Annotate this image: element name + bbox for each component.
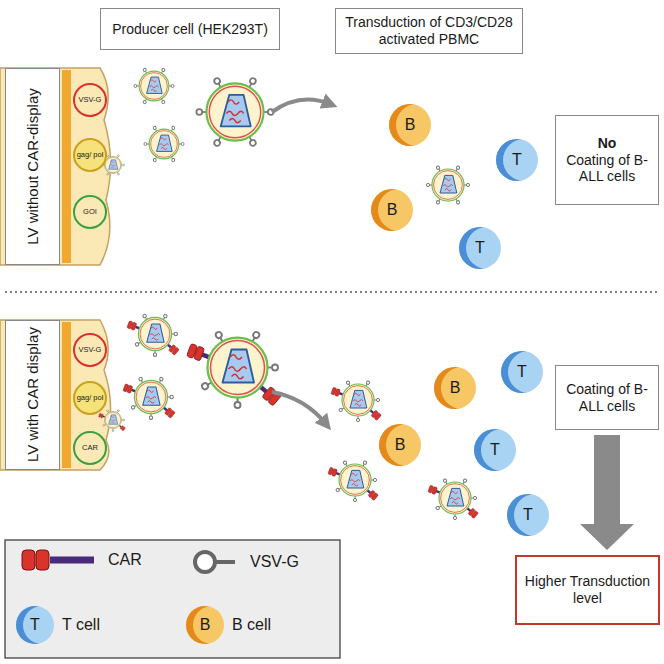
- cell-letter: B: [395, 436, 406, 454]
- legend-text: B cell: [232, 616, 271, 634]
- b-cell-sample: B: [186, 606, 224, 644]
- cell-letter: B: [405, 116, 416, 134]
- b-cell: B: [379, 424, 421, 466]
- box-text: No: [598, 135, 617, 152]
- header-box: Transduction of CD3/CD28 activated PBMC: [335, 8, 523, 54]
- t-cell: T: [496, 139, 538, 181]
- producer-cell: [0, 68, 111, 265]
- plasmid-circle: gag/ pol: [73, 381, 107, 415]
- t-cell: T: [507, 494, 549, 536]
- plasmid-label: gag/ pol: [76, 151, 104, 159]
- side-label-box: LV with CAR display: [5, 320, 60, 470]
- virion: [134, 68, 174, 104]
- block-arrow: [580, 435, 634, 550]
- side-label-text: LV without CAR-display: [23, 88, 41, 244]
- legend-text: CAR: [108, 551, 142, 569]
- b-cell: B: [371, 189, 413, 231]
- plasmid-label: VSV-G: [76, 346, 104, 354]
- virion: [196, 77, 273, 147]
- plasmid-circle: VSV-G: [73, 333, 107, 367]
- virion: [144, 126, 184, 162]
- result-box: Higher Transduction level: [515, 555, 660, 625]
- legend-frame: [5, 540, 340, 658]
- plasmid-circle: GOI: [73, 195, 107, 229]
- cell-letter: T: [30, 616, 40, 634]
- cell-letter: T: [523, 506, 533, 524]
- outcome-box: Coating of B-ALL cells: [555, 365, 659, 430]
- rotated-text-holder: LV without CAR-display: [7, 72, 58, 261]
- virion: [328, 460, 379, 501]
- t-cell: T: [501, 351, 543, 393]
- t-cell: T: [474, 429, 516, 471]
- cell-letter: T: [512, 151, 522, 169]
- cell-letter: B: [387, 201, 398, 219]
- t-cell: T: [459, 227, 501, 269]
- plasmid-circle: VSV-G: [73, 83, 107, 117]
- side-label-box: LV without CAR-display: [5, 68, 60, 265]
- cell-letter: B: [450, 379, 461, 397]
- b-cell: B: [389, 104, 431, 146]
- virion: [428, 478, 479, 519]
- nucleus-band: [62, 70, 71, 263]
- header-box: Producer cell (HEK293T): [100, 8, 280, 50]
- legend-text: VSV-G: [250, 553, 299, 571]
- transfer-arrow: [272, 100, 330, 113]
- box-text: Coating of B-ALL cells: [562, 381, 652, 415]
- virion: [331, 380, 382, 421]
- producer-cell: [0, 320, 111, 470]
- virion: [426, 165, 469, 204]
- vsvg-sample: [195, 552, 235, 572]
- nucleus-band: [62, 322, 71, 468]
- transfer-arrow: [272, 392, 326, 424]
- legend-text: T cell: [62, 616, 100, 634]
- t-cell-sample: T: [16, 606, 54, 644]
- divider: [5, 291, 660, 293]
- box-text: Producer cell (HEK293T): [112, 21, 268, 38]
- box-text: Transduction of CD3/CD28 activated PBMC: [342, 14, 516, 48]
- virion: [127, 314, 179, 357]
- car-sample: [22, 550, 94, 570]
- budding-virion: [98, 410, 125, 432]
- b-cell: B: [434, 367, 476, 409]
- plasmid-label: CAR: [76, 444, 104, 452]
- cell-letter: T: [490, 441, 500, 459]
- virion: [187, 331, 282, 408]
- side-label-text: LV with CAR display: [23, 327, 41, 462]
- cell-letter: T: [475, 239, 485, 257]
- plasmid-label: GOI: [76, 208, 104, 216]
- cell-letter: T: [517, 363, 527, 381]
- cell-letter: B: [200, 616, 211, 634]
- virion: [123, 377, 175, 420]
- plasmid-circle: CAR: [73, 431, 107, 465]
- plasmid-label: gag/ pol: [76, 394, 104, 402]
- box-text: Coating of B-ALL cells: [562, 152, 652, 186]
- plasmid-label: VSV-G: [76, 96, 104, 104]
- plasmid-circle: gag/ pol: [73, 138, 107, 172]
- box-text: Higher Transduction level: [523, 573, 652, 607]
- rotated-text-holder: LV with CAR display: [7, 324, 58, 466]
- outcome-box: NoCoating of B-ALL cells: [555, 115, 659, 205]
